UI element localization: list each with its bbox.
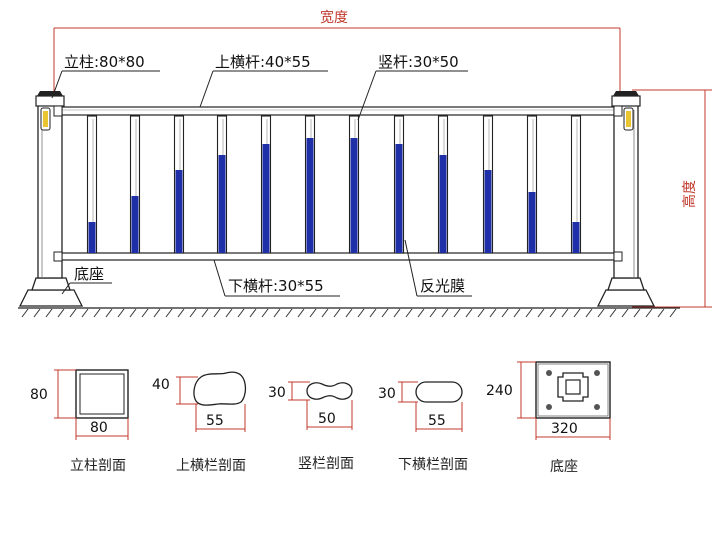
bottom-rail-section-width: 55 [428, 413, 446, 429]
baluster [260, 115, 272, 254]
post-section-caption: 立柱剖面 [70, 458, 126, 474]
baluster [348, 115, 360, 254]
reflective-film [88, 222, 96, 253]
baluster [437, 115, 449, 254]
base-section [517, 361, 611, 440]
reflective-film [131, 196, 139, 253]
reflective-film [484, 170, 492, 253]
height-dimension [632, 89, 712, 308]
callout-baluster: 竖杆:30*50 [378, 53, 459, 71]
base-section-caption: 底座 [550, 459, 578, 475]
callout-base: 底座 [74, 265, 104, 283]
baluster [173, 115, 185, 254]
reflective-film [175, 170, 183, 253]
width-dimension [53, 27, 621, 92]
reflective-film [306, 138, 314, 253]
baluster [129, 115, 141, 254]
callout-top-rail: 上横杆:40*55 [215, 53, 311, 71]
reflective-film [439, 155, 447, 253]
reflective-film [572, 222, 580, 253]
baluster [216, 115, 228, 254]
top-rail-section-width: 55 [206, 413, 224, 429]
top-rail [61, 106, 615, 116]
reflective-film [528, 192, 536, 253]
bottom-rail [61, 252, 615, 261]
balusters [86, 115, 582, 254]
ground-hatching [21, 308, 677, 318]
width-label: 宽度 [320, 9, 348, 26]
rail-end-caps [53, 105, 623, 262]
top-rail-section-height: 40 [152, 377, 170, 393]
bottom-rail-section [398, 381, 463, 432]
callout-bottom-rail: 下横杆:30*55 [228, 277, 324, 295]
baluster-section-height: 30 [268, 385, 286, 401]
baluster [570, 115, 582, 254]
bottom-rail-section-height: 30 [378, 386, 396, 402]
baluster-section-caption: 竖栏剖面 [298, 456, 354, 472]
post-section-height: 80 [30, 387, 48, 403]
post-section-width: 80 [90, 420, 108, 436]
baluster [526, 115, 538, 254]
left-post [18, 91, 84, 307]
baluster-section-width: 50 [318, 411, 336, 427]
baluster-section [288, 381, 353, 430]
right-post [596, 91, 656, 307]
reflective-film [262, 144, 270, 253]
top-rail-section-caption: 上横栏剖面 [176, 458, 246, 474]
baluster [86, 115, 98, 254]
reflective-film [395, 144, 403, 253]
reflective-film [350, 138, 358, 253]
callout-reflective-film: 反光膜 [420, 277, 465, 295]
top-rail-section [176, 371, 247, 432]
baluster [482, 115, 494, 254]
post-section [54, 369, 129, 440]
baluster [393, 115, 405, 254]
callout-post: 立柱:80*80 [64, 53, 145, 71]
reflective-film [218, 155, 226, 253]
bottom-rail-section-caption: 下横栏剖面 [398, 457, 468, 473]
height-label: 高度 [681, 180, 698, 208]
base-section-width: 320 [551, 421, 578, 437]
callout-leaders [51, 70, 472, 297]
base-section-height: 240 [486, 383, 513, 399]
baluster [304, 115, 316, 254]
